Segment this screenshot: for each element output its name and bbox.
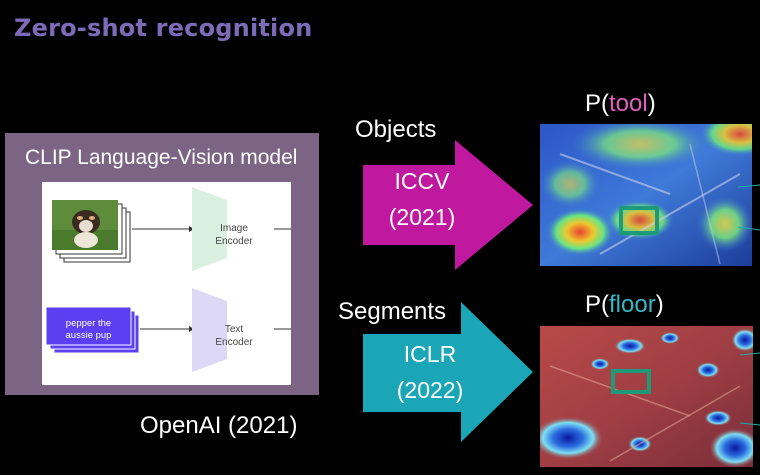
dog-photo <box>52 200 118 250</box>
tool-heatmap-image <box>540 124 752 266</box>
prob-floor-suffix: ) <box>655 291 664 318</box>
text-encoder-line2: Encoder <box>215 337 253 348</box>
segments-arrow-text: ICLR (2022) <box>370 336 490 408</box>
image-encoder-label: Image Encoder <box>204 222 264 248</box>
objects-arrow <box>363 140 533 270</box>
prob-tool-title: P(tool) <box>585 90 656 118</box>
prob-tool-prefix: P( <box>585 90 609 117</box>
objects-arrow-text: ICCV (2021) <box>362 163 482 235</box>
text-encoder-label: Text Encoder <box>204 323 264 349</box>
segments-year: (2022) <box>396 377 464 403</box>
prob-floor-prefix: P( <box>585 291 609 318</box>
slide-title: Zero-shot recognition <box>14 14 313 42</box>
segments-venue: ICLR <box>403 341 457 367</box>
text-card-line2: aussie pup <box>65 330 112 341</box>
objects-label: Objects <box>355 116 437 143</box>
segments-label: Segments <box>338 298 447 325</box>
prob-tool-suffix: ) <box>647 90 656 117</box>
image-encoder-block <box>192 187 227 271</box>
prob-floor-word: floor <box>609 291 656 318</box>
objects-year: (2021) <box>388 204 456 230</box>
text-encoder-block <box>192 288 227 372</box>
segments-arrow <box>363 302 533 442</box>
image-encoder-line2: Encoder <box>215 236 253 247</box>
tool-callout-lines <box>738 184 760 231</box>
clip-diagram <box>42 182 291 385</box>
openai-credit: OpenAI (2021) <box>140 412 298 439</box>
text-card-label: pepper the aussie pup <box>46 318 131 342</box>
text-card-line1: pepper the <box>65 318 112 329</box>
text-card <box>45 306 132 346</box>
floor-callout-lines <box>740 352 760 426</box>
objects-venue: ICCV <box>394 168 450 194</box>
image-encoder-line1: Image <box>220 223 248 234</box>
clip-panel-title: CLIP Language-Vision model <box>25 146 298 169</box>
prob-floor-title: P(floor) <box>585 291 664 319</box>
text-encoder-line1: Text <box>224 324 244 335</box>
floor-heatmap-image <box>540 326 753 467</box>
clip-diagram-graphic <box>45 187 291 372</box>
prob-tool-word: tool <box>609 90 648 117</box>
